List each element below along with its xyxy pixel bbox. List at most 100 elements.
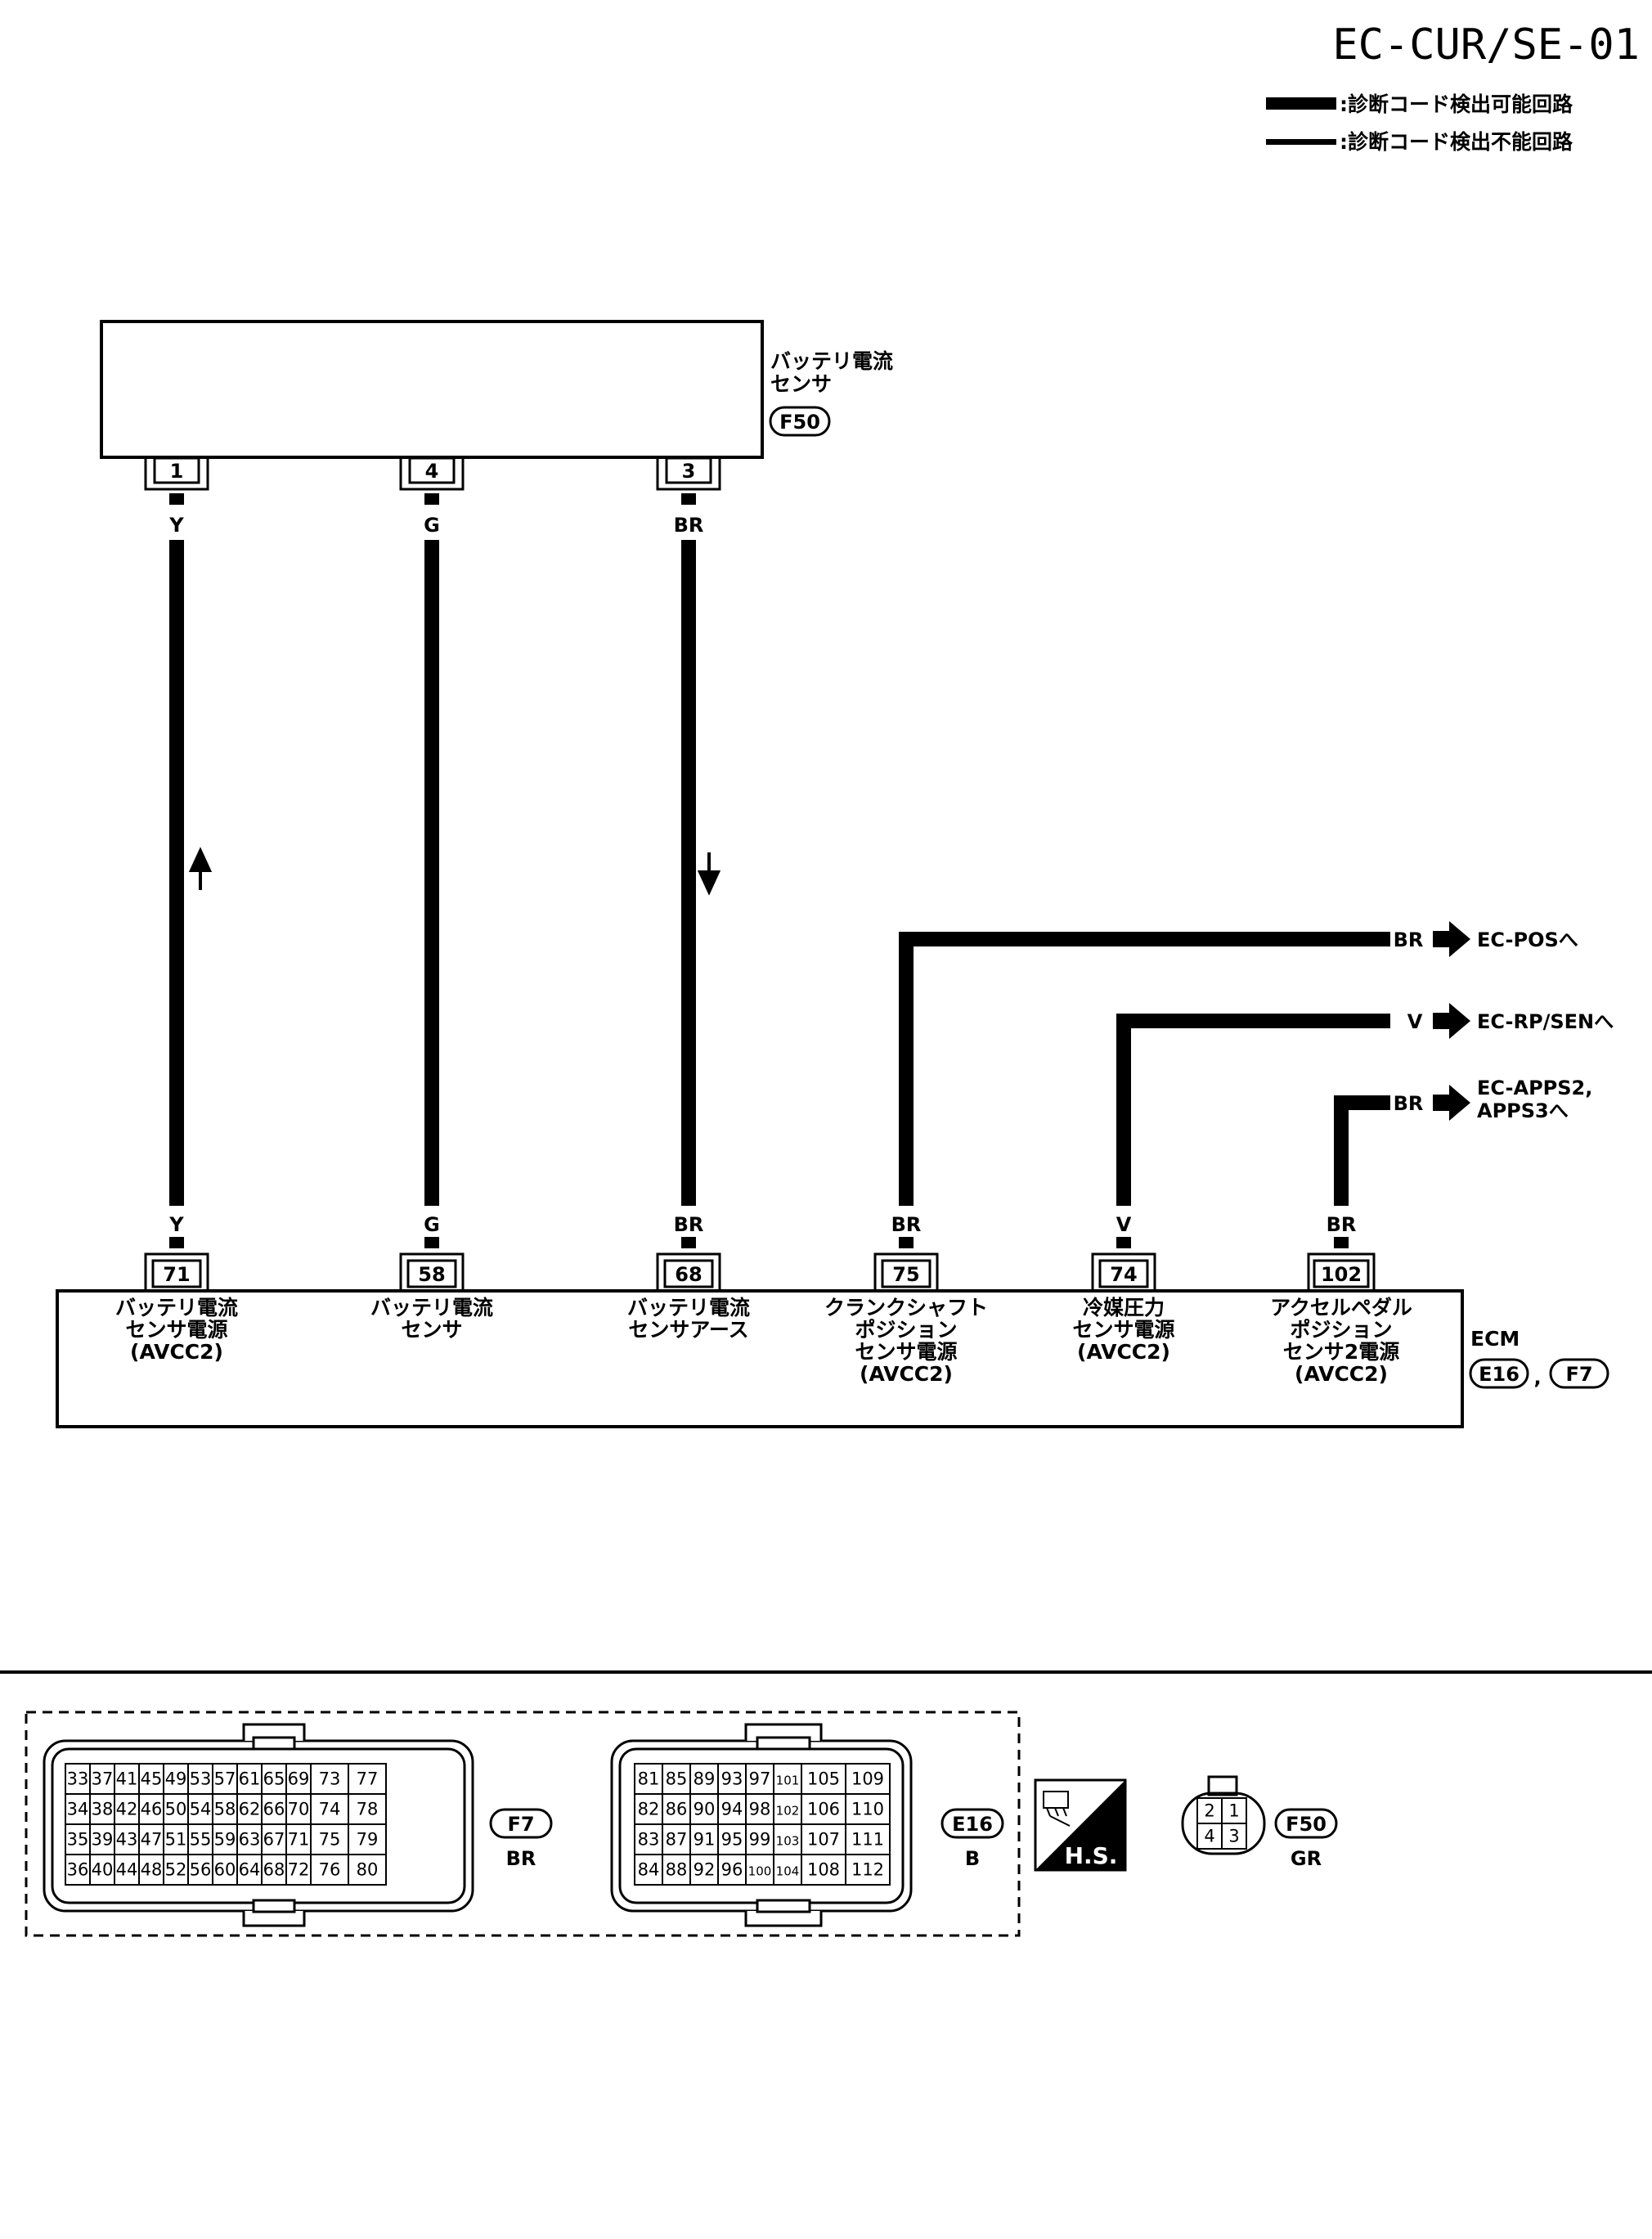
ecm-connector-e16: E16 — [1479, 1363, 1520, 1386]
arrow-right-icon — [1433, 921, 1470, 957]
wire-br-ground: BR BR — [674, 493, 721, 1248]
pin-cell — [285, 1823, 312, 1855]
pin-cell — [773, 1823, 802, 1855]
sensor-box — [100, 320, 764, 459]
connector-f50-badge — [1274, 1808, 1338, 1839]
pin-desc-line: バッテリ電流 — [627, 1296, 750, 1320]
pin-cell — [310, 1854, 349, 1886]
wire-v-ec-rp-sen: V EC-RP/SENへ V — [1116, 1003, 1614, 1248]
pin-desc-line: センサ2電源 — [1283, 1340, 1399, 1364]
pin-number: 97 — [749, 1769, 771, 1789]
sensor-pin-label: 3 — [682, 460, 696, 483]
ecm-unit: ECM E16 , F7 バッテリ電流 センサ電源 (AVCC2) バッテリ電流… — [56, 1289, 1609, 1428]
pin-number: 101 — [776, 1774, 800, 1788]
arrow-up-icon — [188, 847, 213, 890]
pin-cell — [745, 1854, 774, 1886]
pin-number: 80 — [357, 1860, 379, 1880]
wire-color-top: BR — [674, 514, 704, 537]
pin-cell — [89, 1793, 115, 1825]
ecm-pin-102-desc: アクセルペダル ポジション センサ2電源 (AVCC2) — [1270, 1296, 1412, 1386]
connector-f7-color: BR — [506, 1847, 536, 1870]
connector-e16-id: E16 — [952, 1813, 993, 1836]
arrow-right-icon — [1433, 1003, 1470, 1039]
pin-desc-line: ポジション — [855, 1318, 957, 1342]
pin-cell — [65, 1823, 91, 1855]
pin-cell — [845, 1854, 891, 1886]
pin-number: 98 — [749, 1800, 771, 1819]
pin-number: 74 — [319, 1800, 341, 1819]
pin-desc-line: バッテリ電流 — [115, 1296, 238, 1320]
pin-number: 52 — [165, 1860, 187, 1880]
ecm-pin-75: 75 — [873, 1252, 939, 1291]
pin-cell — [745, 1823, 774, 1855]
pin-number: 93 — [721, 1769, 743, 1789]
hs-badge-text: H.S. — [1065, 1842, 1118, 1869]
pin-desc-line: センサ電源 — [125, 1318, 227, 1342]
pin-number: 56 — [190, 1860, 212, 1880]
pin-number: 77 — [357, 1769, 379, 1789]
ecm-pin-74: 74 — [1091, 1252, 1156, 1291]
destination-ec-apps2-line1: EC-APPS2, — [1477, 1077, 1592, 1099]
pin-number: 73 — [319, 1769, 341, 1789]
pin-number: 86 — [666, 1800, 688, 1819]
ecm-pin-71: 71 — [144, 1252, 209, 1291]
wire-color-bottom: Y — [168, 1213, 184, 1236]
pin-number: 110 — [851, 1800, 884, 1819]
pin-number: 51 — [165, 1830, 187, 1850]
pin-cell — [212, 1854, 238, 1886]
ecm-name: ECM — [1470, 1327, 1520, 1351]
sensor-pin-label: 4 — [425, 460, 439, 483]
pin-number: 44 — [116, 1860, 138, 1880]
battery-current-sensor: バッテリ電流 センサ F50 — [100, 320, 893, 459]
pin-cell — [261, 1854, 287, 1886]
pin-desc-line: (AVCC2) — [1077, 1340, 1170, 1364]
pin-desc-line: センサ電源 — [1072, 1318, 1174, 1342]
destination-ec-apps2-line2: APPS3へ — [1477, 1099, 1569, 1122]
pin-number: 50 — [165, 1800, 187, 1819]
pin-cell — [845, 1763, 891, 1795]
pin-number: 40 — [92, 1860, 114, 1880]
arrow-down-icon — [697, 852, 721, 896]
hs-badge: H.S. — [1034, 1778, 1127, 1872]
legend: :診断コード検出可能回路 :診断コード検出不能回路 — [1266, 92, 1573, 154]
pin-cell — [348, 1763, 387, 1795]
sensor-name-line2: センサ — [770, 372, 832, 396]
pin-number: 70 — [288, 1800, 310, 1819]
pin-cell — [261, 1763, 287, 1795]
pin-number: 81 — [638, 1769, 660, 1789]
pin-cell — [65, 1763, 91, 1795]
pin-cell — [773, 1793, 802, 1825]
wire-br-ec-pos: BR EC-POSへ BR — [891, 921, 1578, 1248]
pin-number: 33 — [67, 1769, 89, 1789]
pin-cell — [348, 1793, 387, 1825]
pin-cell — [163, 1793, 189, 1825]
pin-number: 105 — [807, 1769, 840, 1789]
ecm-connector-badge-e16 — [1469, 1358, 1529, 1389]
pin-number: 69 — [288, 1769, 310, 1789]
arrow-right-icon — [1433, 1085, 1470, 1121]
wire-color-top: G — [424, 514, 440, 537]
pin-desc-line: センサアース — [628, 1318, 748, 1342]
pin-cell — [773, 1763, 802, 1795]
pin-cell — [773, 1854, 802, 1886]
ecm-pin-74-desc: 冷媒圧力 センサ電源 (AVCC2) — [1072, 1296, 1174, 1364]
ecm-pin-label: 75 — [892, 1263, 919, 1286]
wire-color-right: BR — [1394, 928, 1424, 951]
pin-number: 78 — [357, 1800, 379, 1819]
connector-e16-badge — [940, 1808, 1004, 1839]
pin-number: 68 — [263, 1860, 285, 1880]
pin-number: 59 — [214, 1830, 236, 1850]
pin-cell — [212, 1823, 238, 1855]
pin-desc-line: (AVCC2) — [1295, 1362, 1388, 1386]
wire-color-bottom: V — [1116, 1213, 1132, 1236]
wire-color-bottom: BR — [891, 1213, 922, 1236]
ecm-pin-label: 74 — [1110, 1263, 1137, 1286]
pin-number: 54 — [190, 1800, 212, 1819]
pin-number: 64 — [239, 1860, 261, 1880]
ecm-pin-label: 102 — [1321, 1263, 1362, 1286]
ecm-box — [56, 1289, 1464, 1428]
